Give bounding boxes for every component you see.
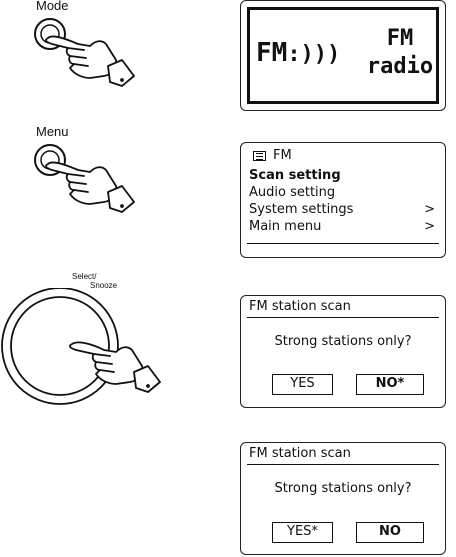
scan-title-rule [247, 317, 439, 318]
menu-item-scan-setting[interactable]: Scan setting [249, 167, 445, 184]
yes-button[interactable]: YES [272, 374, 333, 395]
chevron-right-icon: > [424, 201, 435, 218]
chevron-right-icon: > [424, 218, 435, 235]
mode-button-caption: Mode [36, 0, 69, 13]
scan-lcd-screen-no-selected: FM station scan Strong stations only? YE… [240, 295, 446, 408]
scan-question: Strong stations only? [241, 334, 445, 349]
fm-radio-icon: FM:))) [256, 38, 340, 68]
scan-title-rule [247, 464, 439, 465]
menu-lcd-screen: FM Scan setting Audio setting System set… [240, 142, 446, 258]
menu-list-icon [253, 151, 266, 161]
mode-line-1: FM [360, 26, 440, 51]
menu-header: FM [249, 148, 439, 165]
radio-waves-icon: :))) [287, 42, 340, 67]
pointing-hand-icon [46, 162, 134, 212]
mode-line-2: radio [350, 54, 450, 79]
yes-button-selected[interactable]: YES* [272, 522, 333, 543]
scan-screen-title: FM station scan [249, 299, 351, 314]
menu-button-press-illustration [30, 140, 150, 222]
menu-button-caption: Menu [36, 124, 69, 139]
select-snooze-knob-illustration [0, 288, 170, 410]
scan-screen-title: FM station scan [249, 446, 351, 461]
menu-item-system-settings[interactable]: System settings > [249, 201, 445, 218]
menu-item-main-menu[interactable]: Main menu > [249, 218, 445, 235]
menu-bottom-rule [247, 243, 439, 244]
menu-title: FM [273, 148, 292, 163]
menu-item-audio-setting[interactable]: Audio setting [249, 184, 445, 201]
pointing-hand-icon [46, 36, 134, 86]
scan-question: Strong stations only? [241, 481, 445, 496]
no-button[interactable]: NO [356, 522, 424, 543]
fm-icon-label: FM [256, 38, 287, 68]
mode-lcd-display: FM:))) FM radio [247, 7, 439, 104]
menu-list: Scan setting Audio setting System settin… [249, 167, 445, 235]
scan-lcd-screen-yes-selected: FM station scan Strong stations only? YE… [240, 442, 446, 555]
mode-lcd-screen: FM:))) FM radio [240, 0, 446, 111]
mode-button-press-illustration [30, 14, 150, 94]
no-button-selected[interactable]: NO* [356, 374, 424, 395]
